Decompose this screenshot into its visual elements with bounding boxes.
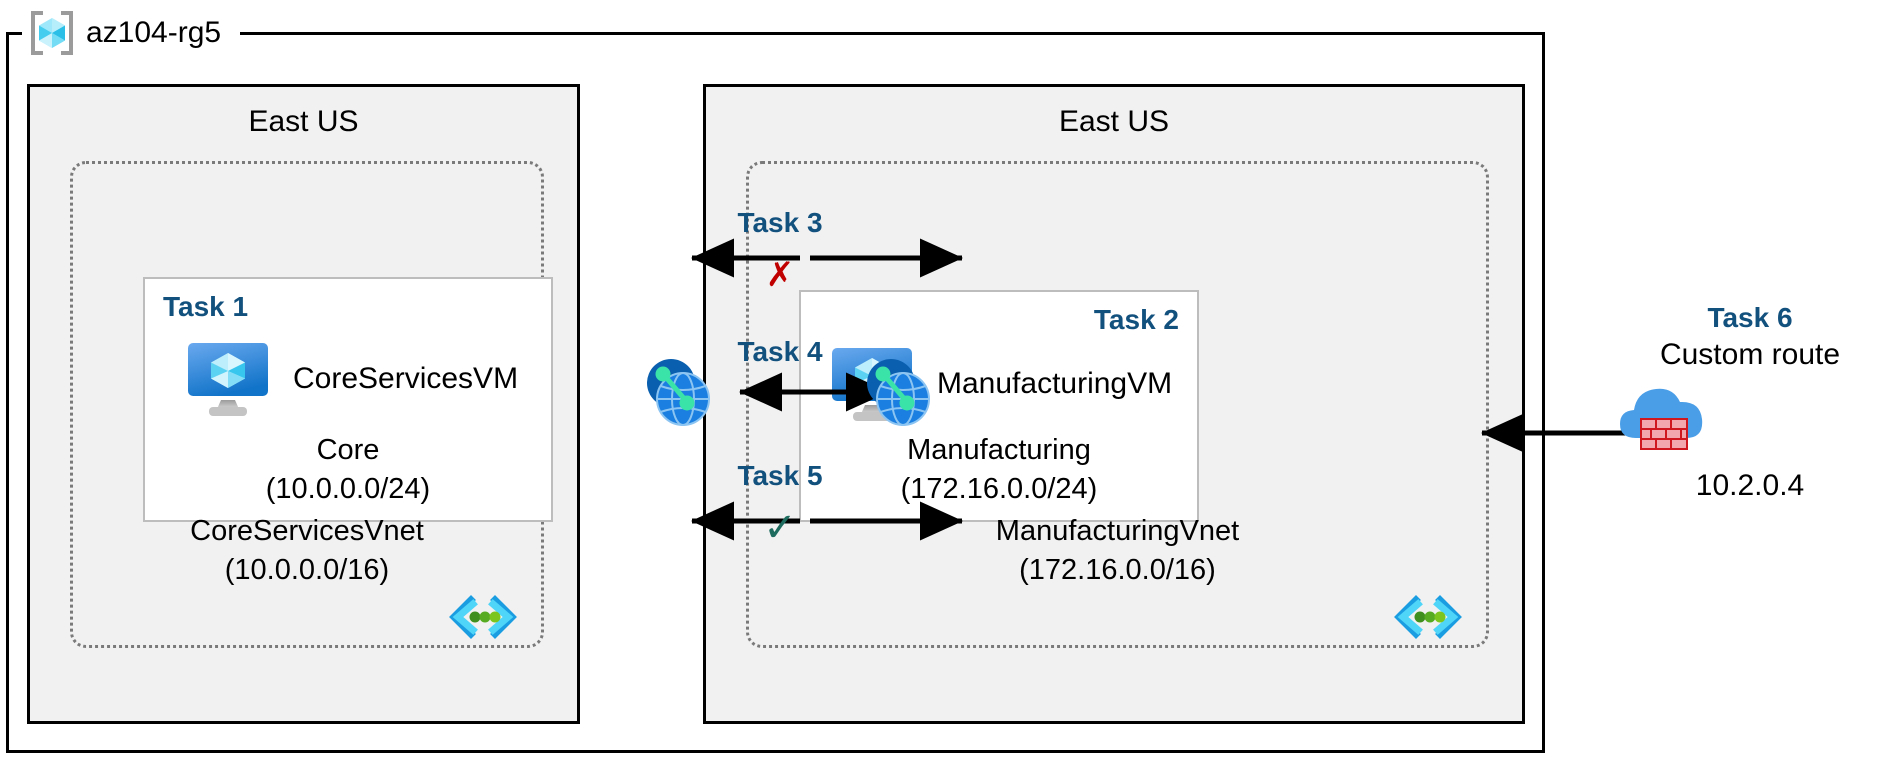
region-title-right: East US xyxy=(1058,105,1170,138)
subnet-manufacturing-caption: Manufacturing (172.16.0.0/24) xyxy=(801,431,1197,508)
task-label-3: Task 3 xyxy=(737,207,823,238)
subnet-core-cidr: (10.0.0.0/24) xyxy=(265,472,431,505)
virtual-machine-icon xyxy=(185,341,271,417)
vnet-icon xyxy=(1392,595,1464,639)
resource-group-label: az104-rg5 xyxy=(28,7,221,59)
custom-route-block: Task 6 Custom route xyxy=(1610,300,1890,505)
azure-resource-group-icon xyxy=(28,9,76,57)
firewall-cloud-icon xyxy=(1610,374,1890,458)
vnet-cidr-core: (10.0.0.0/16) xyxy=(224,553,390,586)
subnet-manufacturing-name: Manufacturing xyxy=(907,434,1091,467)
subnet-box-core: Task 1 xyxy=(143,277,553,522)
vnet-caption-manufacturing: ManufacturingVnet (172.16.0.0/16) xyxy=(749,512,1486,589)
vm-core-services: CoreServicesVM xyxy=(185,341,518,417)
subnet-core-name: Core xyxy=(316,434,380,467)
region-title-left: East US xyxy=(248,105,359,138)
vnet-peering-icon xyxy=(860,353,936,429)
subnet-manufacturing-cidr: (172.16.0.0/24) xyxy=(900,472,1098,505)
task5-allowed-marker: ✓ xyxy=(763,506,797,550)
region-box-right: East US Task 2 xyxy=(703,84,1525,724)
vnet-peering-icon xyxy=(640,353,716,429)
task-label-5: Task 5 xyxy=(737,460,823,491)
task3-blocked-marker: ✗ xyxy=(765,256,795,294)
task-label-4: Task 4 xyxy=(737,336,823,367)
resource-group-frame xyxy=(6,32,1545,753)
vm-name-core-services: CoreServicesVM xyxy=(293,362,519,395)
custom-route-description: Custom route xyxy=(1659,338,1841,371)
task-label-1: Task 1 xyxy=(163,291,249,322)
vnet-cidr-manufacturing: (172.16.0.0/16) xyxy=(1019,553,1216,586)
vnet-name-manufacturing: ManufacturingVnet xyxy=(995,515,1240,548)
vnet-caption-core: CoreServicesVnet (10.0.0.0/16) xyxy=(73,512,541,589)
vnet-box-core: Task 1 xyxy=(70,161,553,648)
task-label-6: Task 6 xyxy=(1707,302,1793,333)
custom-route-ip-address: 10.2.0.4 xyxy=(1695,469,1805,502)
vm-name-manufacturing: ManufacturingVM xyxy=(937,367,1173,400)
vnet-icon xyxy=(447,595,519,639)
vnet-name-core: CoreServicesVnet xyxy=(190,515,424,548)
subnet-core-caption: Core (10.0.0.0/24) xyxy=(145,431,551,508)
task-label-2: Task 2 xyxy=(1093,304,1179,335)
region-box-left: East US Task 1 xyxy=(27,84,580,724)
resource-group-name: az104-rg5 xyxy=(86,16,222,49)
